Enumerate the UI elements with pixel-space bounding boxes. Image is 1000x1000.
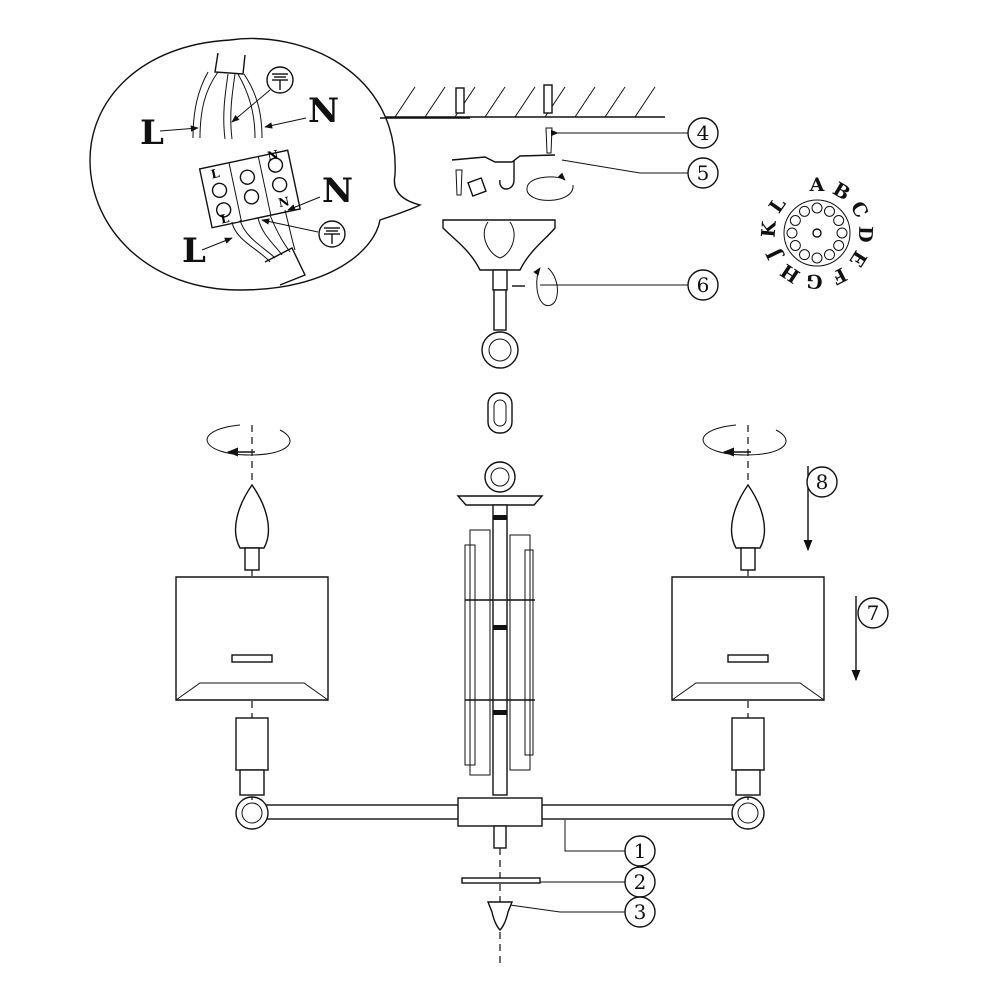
dial-letter: B bbox=[829, 178, 854, 205]
svg-text:2: 2 bbox=[634, 870, 647, 894]
terminal-mark-l: L bbox=[210, 166, 222, 182]
dial-letter: C bbox=[846, 198, 873, 222]
svg-text:5: 5 bbox=[697, 161, 710, 185]
live-label-top: L bbox=[140, 113, 164, 153]
screw-icon bbox=[545, 127, 553, 154]
live-label-bottom: L bbox=[182, 231, 206, 271]
dial-hole bbox=[836, 227, 848, 239]
dial-hole bbox=[811, 202, 823, 214]
callout-5: 5 bbox=[687, 157, 719, 189]
screw-icon bbox=[455, 169, 463, 196]
terminal-mark-l2: L bbox=[219, 211, 231, 227]
ground-icon bbox=[266, 66, 294, 94]
left-lamp bbox=[175, 424, 329, 800]
rotate-arrow-icon bbox=[533, 267, 558, 306]
ground-icon bbox=[318, 220, 346, 248]
dial-letter: H bbox=[777, 259, 804, 287]
callout-3: 3 bbox=[624, 896, 656, 928]
svg-text:6: 6 bbox=[697, 273, 710, 297]
finial bbox=[486, 901, 514, 931]
neutral-label-bottom: N bbox=[322, 171, 353, 211]
dial-hole bbox=[789, 240, 801, 251]
supply-wires bbox=[192, 52, 263, 140]
hook-icon bbox=[499, 160, 515, 190]
callout-8: 8 bbox=[806, 466, 838, 498]
right-lamp bbox=[671, 424, 825, 800]
central-column bbox=[456, 495, 544, 796]
dial-letter: F bbox=[828, 263, 851, 289]
dial-letter: J bbox=[762, 245, 787, 265]
callout-6: 6 bbox=[687, 269, 719, 301]
dial-letter: E bbox=[845, 246, 871, 270]
terminal-mark-n: N bbox=[266, 147, 280, 163]
neutral-label-top: N bbox=[308, 91, 339, 131]
dial-letter: L bbox=[765, 194, 791, 218]
dial-hole bbox=[833, 240, 845, 251]
dial-hole bbox=[799, 249, 810, 261]
rotate-arrow-icon bbox=[526, 172, 574, 201]
candle-bulb-icon bbox=[730, 483, 766, 549]
callout-1: 1 bbox=[624, 835, 656, 867]
bottom-plate bbox=[461, 877, 541, 884]
mounting-bracket bbox=[451, 127, 574, 201]
dial-hole bbox=[833, 215, 845, 226]
svg-text:8: 8 bbox=[816, 470, 829, 494]
dial-letter: K bbox=[758, 219, 781, 239]
dial-hole bbox=[789, 215, 801, 226]
dial-hole bbox=[824, 205, 835, 217]
dial-letter: D bbox=[854, 226, 876, 243]
dial-hole bbox=[786, 227, 798, 239]
dial-letter: G bbox=[806, 270, 823, 293]
candle-bulb-icon bbox=[234, 483, 270, 549]
dial-hole bbox=[811, 252, 823, 264]
dial-hole bbox=[799, 205, 810, 217]
callout-7: 7 bbox=[857, 597, 889, 629]
terminal-block: L N N L bbox=[198, 147, 301, 229]
callout-4: 4 bbox=[687, 117, 719, 149]
svg-text:1: 1 bbox=[634, 839, 647, 863]
svg-text:7: 7 bbox=[867, 601, 880, 625]
dial-letter: A bbox=[809, 174, 825, 196]
canopy bbox=[442, 219, 558, 306]
ceiling bbox=[385, 84, 665, 118]
svg-text:4: 4 bbox=[697, 121, 710, 145]
arms bbox=[235, 796, 765, 849]
chain bbox=[481, 289, 519, 493]
svg-text:3: 3 bbox=[634, 900, 647, 924]
dial-hole bbox=[824, 249, 835, 261]
fixture-wires bbox=[231, 209, 306, 286]
callout-2: 2 bbox=[624, 866, 656, 898]
wiring-detail-bubble: L N L N N L N L bbox=[89, 37, 470, 291]
